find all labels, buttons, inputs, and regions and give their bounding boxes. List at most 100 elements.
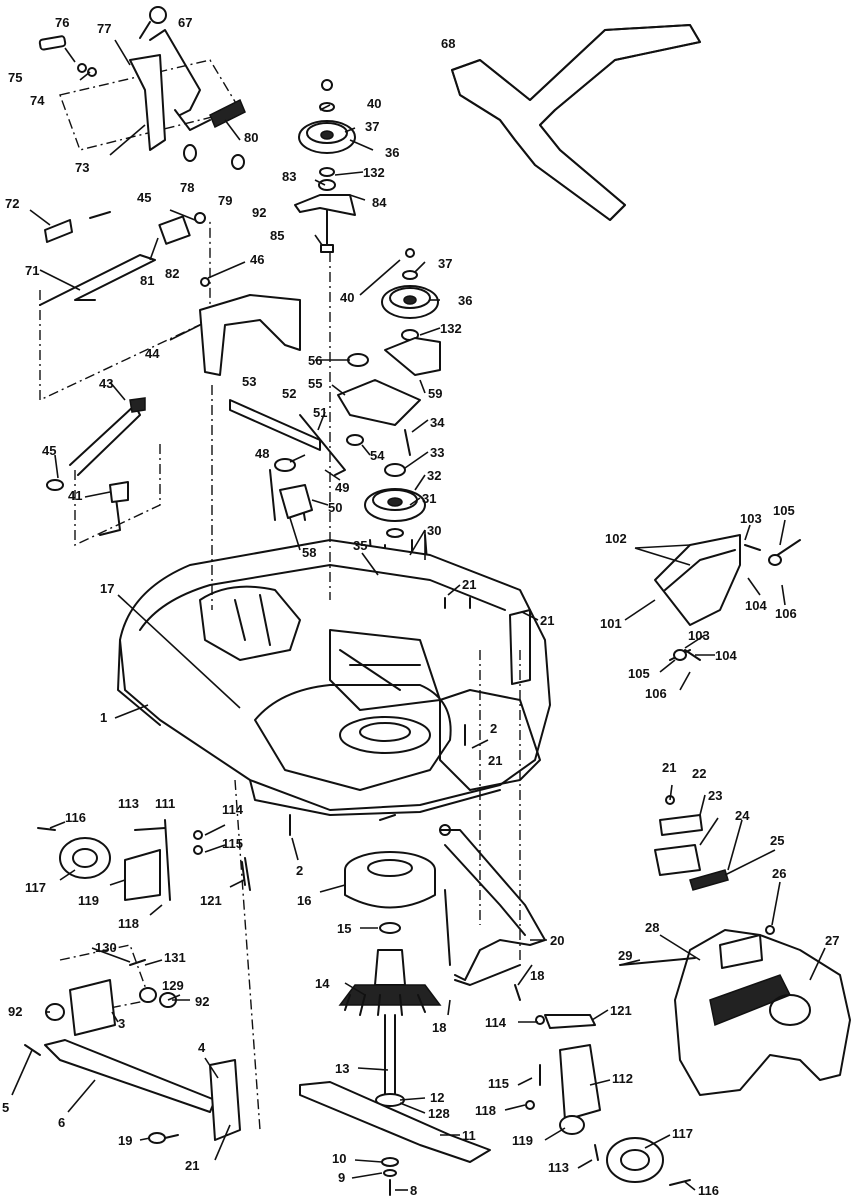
idler-pulley-top — [294, 79, 356, 253]
callout-128: 128 — [428, 1106, 450, 1121]
callout-51: 51 — [313, 405, 327, 420]
callout-31: 31 — [422, 491, 436, 506]
callout-36-mid: 36 — [458, 293, 472, 308]
callout-32: 32 — [427, 468, 441, 483]
callout-35: 35 — [353, 538, 367, 553]
callout-20: 20 — [550, 933, 564, 948]
callout-50: 50 — [328, 500, 342, 515]
callout-84: 84 — [372, 195, 387, 210]
callout-114-a: 114 — [222, 802, 244, 817]
callout-3: 3 — [118, 1016, 125, 1031]
callout-44: 44 — [145, 346, 160, 361]
callout-118-a: 118 — [118, 916, 139, 931]
lift-link — [46, 397, 161, 547]
callout-111: 111 — [155, 796, 175, 811]
callout-21-c: 21 — [488, 753, 502, 768]
callout-55: 55 — [308, 376, 322, 391]
callout-21-e: 21 — [185, 1158, 199, 1173]
callout-118-b: 118 — [475, 1103, 496, 1118]
callout-71: 71 — [25, 263, 39, 278]
belt-guard-44 — [199, 277, 346, 521]
callout-112: 112 — [612, 1071, 633, 1086]
callout-34: 34 — [430, 415, 445, 430]
callout-119-b: 119 — [512, 1133, 533, 1148]
callout-2-b: 2 — [296, 863, 303, 878]
leader-lines — [11, 39, 826, 1191]
callout-105-a: 105 — [773, 503, 795, 518]
callout-79: 79 — [218, 193, 232, 208]
callout-117-a: 117 — [25, 880, 46, 895]
callout-15: 15 — [337, 921, 351, 936]
callout-132-top: 132 — [363, 165, 385, 180]
callout-74: 74 — [30, 93, 45, 108]
callout-119-a: 119 — [78, 893, 99, 908]
callout-28: 28 — [645, 920, 659, 935]
gauge-wheel-right — [539, 1014, 664, 1183]
callout-33: 33 — [430, 445, 444, 460]
callout-72: 72 — [5, 196, 19, 211]
callout-78: 78 — [180, 180, 194, 195]
callout-132-mid: 132 — [440, 321, 462, 336]
callout-53: 53 — [242, 374, 256, 389]
callout-83: 83 — [282, 169, 296, 184]
callout-43: 43 — [99, 376, 113, 391]
callout-1: 1 — [100, 710, 107, 725]
callout-2-a: 2 — [490, 721, 497, 736]
callout-92-left: 92 — [8, 1004, 22, 1019]
callout-5: 5 — [2, 1100, 9, 1115]
callout-68: 68 — [441, 36, 455, 51]
callout-58: 58 — [302, 545, 316, 560]
callout-117-b: 117 — [672, 1126, 693, 1141]
belt-guard-20 — [439, 824, 546, 986]
callout-116-a: 116 — [65, 810, 86, 825]
callout-114-b: 114 — [485, 1015, 507, 1030]
callout-103-b: 103 — [688, 628, 710, 643]
front-hanger-bracket — [24, 944, 241, 1144]
callout-27: 27 — [825, 933, 839, 948]
callout-40-top: 40 — [367, 96, 381, 111]
callout-36-top: 36 — [385, 145, 399, 160]
callout-12: 12 — [430, 1090, 444, 1105]
callout-130: 130 — [95, 940, 117, 955]
callout-46: 46 — [250, 252, 264, 267]
callout-52: 52 — [282, 386, 296, 401]
callout-10: 10 — [332, 1151, 346, 1166]
callout-101: 101 — [600, 616, 622, 631]
callout-6: 6 — [58, 1115, 65, 1130]
callout-11: 11 — [462, 1128, 476, 1143]
callout-45-mid: 45 — [42, 443, 56, 458]
callout-82: 82 — [165, 266, 179, 281]
callout-67: 67 — [178, 15, 192, 30]
callout-40-mid: 40 — [340, 290, 354, 305]
callout-14: 14 — [315, 976, 330, 991]
callout-92-right: 92 — [195, 994, 209, 1009]
callout-9: 9 — [338, 1170, 345, 1185]
mower-deck-1 — [117, 539, 551, 816]
callout-115-b: 115 — [488, 1076, 509, 1091]
callout-131: 131 — [164, 950, 186, 965]
callout-76: 76 — [55, 15, 69, 30]
callout-116-b: 116 — [698, 1183, 719, 1198]
callout-56: 56 — [308, 353, 322, 368]
loose-hardware — [37, 597, 691, 1186]
callout-22: 22 — [692, 766, 706, 781]
callout-23: 23 — [708, 788, 722, 803]
rear-housing-27 — [619, 795, 851, 1096]
callout-21-a: 21 — [462, 577, 476, 592]
callout-115-a: 115 — [222, 836, 243, 851]
callout-25: 25 — [770, 833, 784, 848]
callout-30: 30 — [427, 523, 441, 538]
callout-41: 41 — [68, 488, 82, 503]
callout-37-mid: 37 — [438, 256, 452, 271]
callout-106-b: 106 — [645, 686, 667, 701]
callout-4: 4 — [198, 1040, 206, 1055]
callout-18-a: 18 — [432, 1020, 446, 1035]
callout-54: 54 — [370, 448, 385, 463]
callout-104-a: 104 — [745, 598, 767, 613]
callout-59: 59 — [428, 386, 442, 401]
callout-18-b: 18 — [530, 968, 544, 983]
callout-49: 49 — [335, 480, 349, 495]
assembly-leaders — [211, 252, 521, 1131]
callout-21-d: 21 — [662, 760, 676, 775]
